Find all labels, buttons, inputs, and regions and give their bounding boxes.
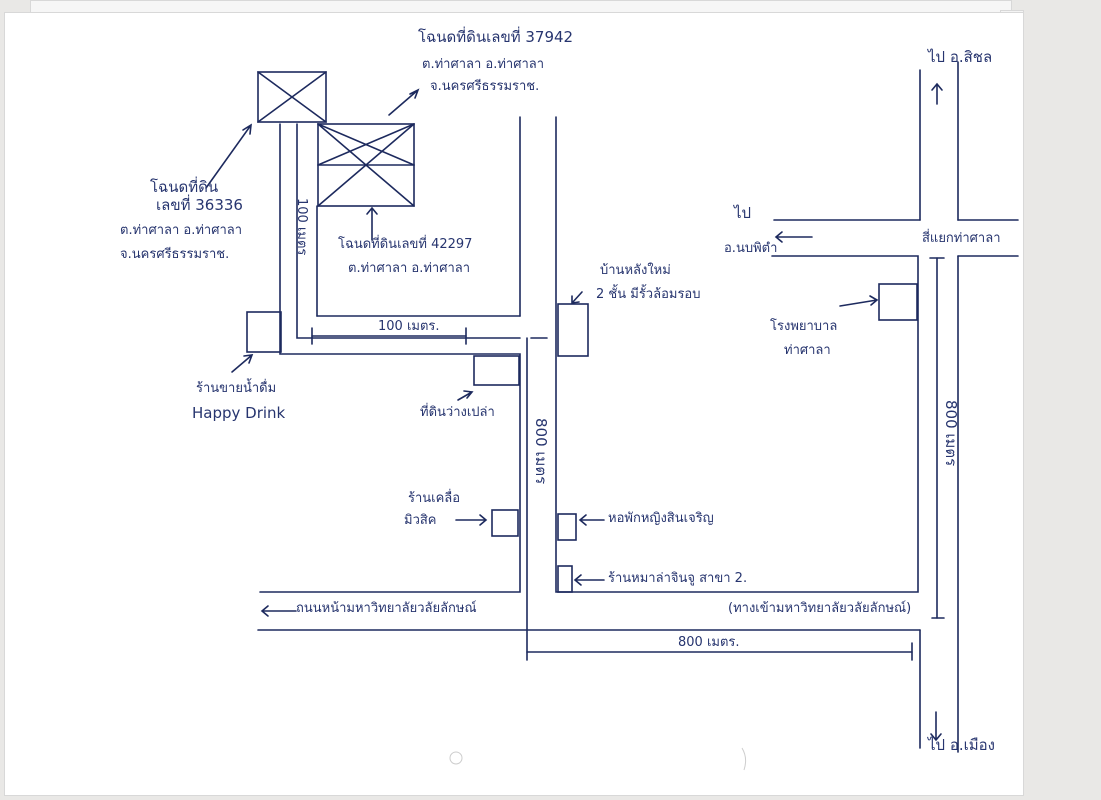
label-drink-shop-line1: ร้านขายน้ำดื่ม bbox=[196, 381, 277, 396]
lane-left-edge bbox=[259, 123, 521, 593]
plot-36336 bbox=[257, 71, 327, 123]
vacant-land-box bbox=[473, 355, 520, 386]
drink-shop-box bbox=[246, 311, 282, 353]
arrow-deed-36336 bbox=[205, 123, 252, 189]
label-deed-36336-line3: ต.ท่าศาลา อ.ท่าศาลา bbox=[120, 223, 243, 238]
label-dist-100-horizontal: 100 เมตร. bbox=[378, 319, 440, 334]
label-to-noppitam-line2: อ.นบพิตำ bbox=[724, 241, 778, 256]
label-deed-37942-line2: ต.ท่าศาลา อ.ท่าศาลา bbox=[422, 57, 545, 72]
label-shop-left-line2: มิวสิค bbox=[404, 513, 437, 528]
label-deed-36336-line1: โฉนดที่ดิน bbox=[150, 178, 219, 196]
arrow-deed-42297 bbox=[366, 206, 378, 241]
arrow-deed-37942 bbox=[388, 88, 420, 116]
label-dist-100-vertical: 100 เมตร bbox=[294, 198, 309, 256]
label-deed-37942-line1: โฉนดที่ดินเลขที่ 37942 bbox=[418, 28, 574, 46]
label-university-way: (ทางเข้ามหาวิทยาลัยวลัยลักษณ์) bbox=[728, 601, 912, 616]
arrow-dorm bbox=[578, 514, 605, 526]
paper-mark bbox=[741, 747, 747, 771]
label-hospital-line2: ท่าศาลา bbox=[784, 343, 831, 358]
hospital-box bbox=[878, 283, 918, 321]
label-hospital-line1: โรงพยาบาล bbox=[770, 319, 838, 334]
lane-inner-top bbox=[296, 123, 521, 339]
label-new-house-line2: 2 ชั้น มีรั้วล้อมรอบ bbox=[596, 287, 701, 302]
map-sheet bbox=[4, 12, 1024, 796]
label-intersection: สี่แยกท่าศาลา bbox=[922, 231, 1001, 246]
arrow-sichon bbox=[931, 82, 943, 105]
arrow-new-house bbox=[571, 291, 583, 304]
arrow-university-road bbox=[260, 605, 297, 617]
arrow-vacant-land bbox=[457, 390, 474, 401]
music-shop-box bbox=[491, 509, 519, 537]
arrow-mala-shop bbox=[573, 574, 605, 586]
label-deed-42297-line2: ต.ท่าศาลา อ.ท่าศาลา bbox=[348, 261, 471, 276]
mala-shop-box bbox=[557, 565, 573, 593]
label-deed-42297-line1: โฉนดที่ดินเลขที่ 42297 bbox=[338, 237, 473, 252]
label-deed-36336-line4: จ.นครศรีธรรมราช. bbox=[120, 247, 230, 262]
arrow-music-shop bbox=[455, 514, 488, 526]
label-dist-800-vertical-mid: 800 เมตร bbox=[532, 418, 550, 485]
arrow-drink-shop bbox=[231, 354, 254, 373]
label-vacant-land: ที่ดินว่างเปล่า bbox=[420, 405, 495, 420]
label-dist-800-horizontal: 800 เมตร. bbox=[678, 635, 740, 650]
label-mala-shop: ร้านหมาล่าจินจู สาขา 2. bbox=[608, 571, 748, 586]
arrow-mueang bbox=[930, 711, 942, 742]
label-to-noppitam-line1: ไป bbox=[734, 204, 752, 222]
plot-37942 bbox=[317, 123, 415, 207]
label-university-road: ถนนหน้ามหาวิทยาลัยวลัยลักษณ์ bbox=[296, 601, 477, 616]
label-to-mueang: ไป อ.เมือง bbox=[928, 736, 995, 754]
arrow-noppitam bbox=[774, 231, 813, 243]
label-deed-37942-line3: จ.นครศรีธรรมราช. bbox=[430, 79, 540, 94]
label-new-house-line1: บ้านหลังใหม่ bbox=[600, 263, 671, 278]
label-dorm: หอพักหญิงสินเจริญ bbox=[608, 511, 714, 526]
new-house-box bbox=[557, 303, 589, 357]
label-drink-shop-line2: Happy Drink bbox=[192, 404, 286, 422]
paper-smudge bbox=[449, 751, 463, 765]
road-mid-right bbox=[555, 116, 919, 593]
dorm-box bbox=[557, 513, 577, 541]
label-to-sichon: ไป อ.สิชล bbox=[928, 48, 993, 66]
label-deed-36336-line2: เลขที่ 36336 bbox=[156, 196, 243, 214]
label-dist-800-vertical-right: 800 เมตร bbox=[942, 400, 960, 467]
label-shop-left-line1: ร้านเคลื่อ bbox=[408, 491, 461, 506]
arrow-hospital bbox=[839, 295, 879, 307]
